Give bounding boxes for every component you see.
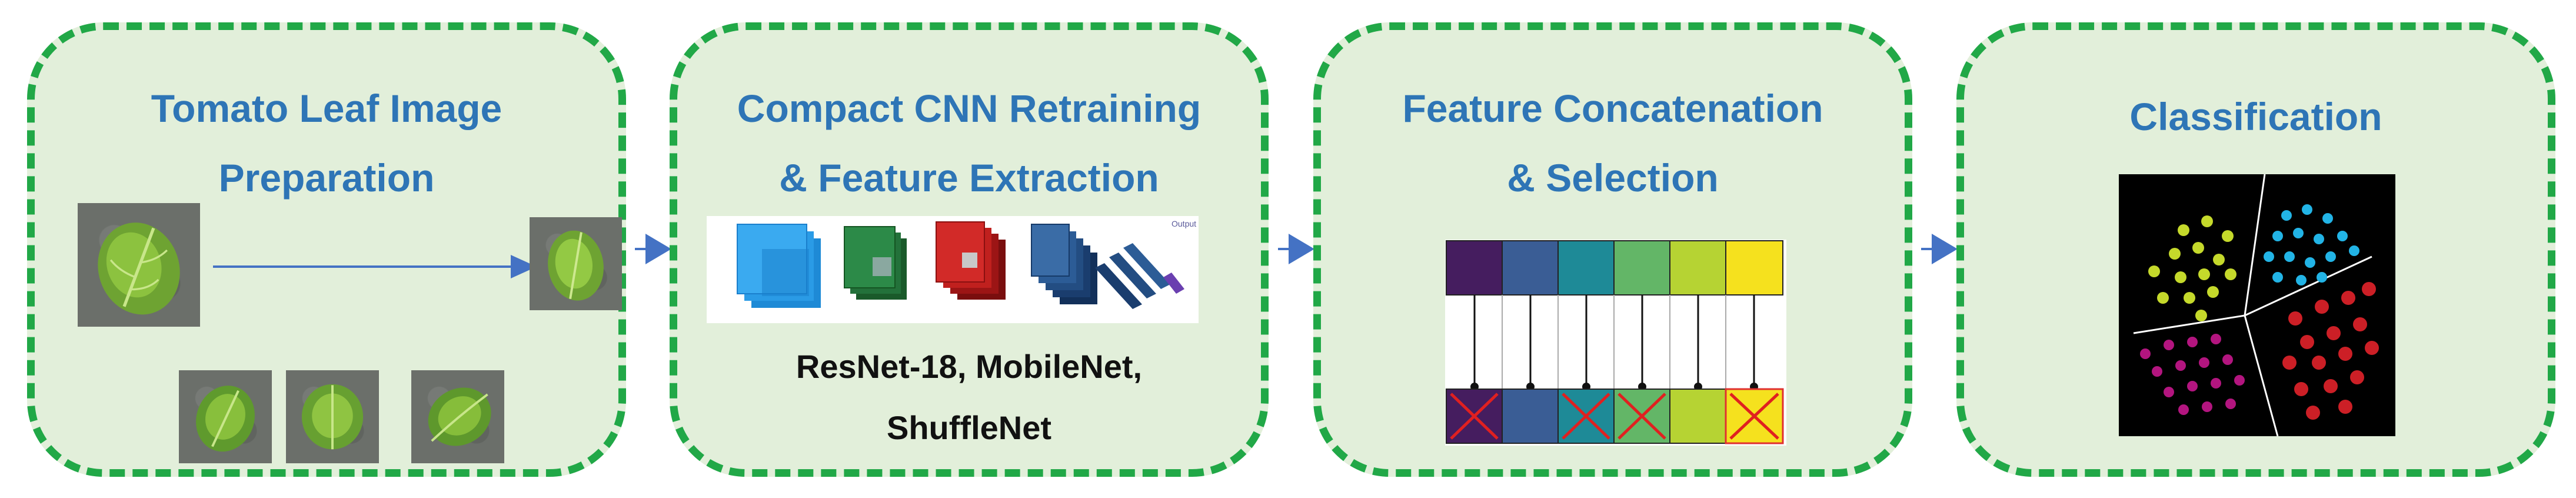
stage-title: Tomato Leaf Image Preparation bbox=[35, 74, 618, 213]
connector-arrow-2 bbox=[1278, 231, 1314, 267]
stage-feature-concatenation: Feature Concatenation & Selection bbox=[1313, 22, 1912, 477]
cluster-scatter-graphic bbox=[2119, 174, 2395, 436]
model-list-caption: ResNet-18, MobileNet, ShuffleNet bbox=[677, 336, 1261, 459]
connector-arrow-1 bbox=[635, 231, 671, 267]
leaf-image-processed bbox=[530, 217, 622, 310]
stage-title-line-2: & Feature Extraction bbox=[779, 156, 1159, 200]
arrow-right-icon bbox=[1921, 234, 1958, 264]
leaf-image-augmented-3 bbox=[411, 370, 504, 463]
stage-image-preparation: Tomato Leaf Image Preparation bbox=[27, 22, 626, 477]
caption-line-1: ResNet-18, MobileNet, bbox=[796, 348, 1143, 385]
cnn-layers-graphic: Output bbox=[707, 216, 1199, 323]
leaf-image-original bbox=[78, 203, 200, 327]
stage-title-line-2: & Selection bbox=[1507, 156, 1719, 200]
arrow-right-icon bbox=[1278, 234, 1314, 264]
feature-matrix-graphic bbox=[1445, 240, 1786, 446]
arrow-right-icon bbox=[213, 255, 537, 278]
cnn-output-label: Output bbox=[1171, 219, 1196, 228]
leaf-image-augmented-2 bbox=[286, 370, 379, 463]
leaf-image-augmented-1 bbox=[179, 370, 272, 463]
stage-title-line-1: Compact CNN Retraining bbox=[737, 87, 1202, 130]
stage-classification: Classification bbox=[1956, 22, 2555, 477]
caption-line-2: ShuffleNet bbox=[887, 409, 1051, 446]
connector-arrow-3 bbox=[1921, 231, 1958, 267]
stage-title-line-1: Tomato Leaf Image bbox=[151, 87, 502, 130]
arrow-right-icon bbox=[635, 234, 671, 264]
stage-title-line-1: Feature Concatenation bbox=[1402, 87, 1823, 130]
stage-title: Compact CNN Retraining & Feature Extract… bbox=[677, 74, 1261, 213]
stage-title-line-2: Preparation bbox=[218, 156, 435, 200]
stage-title: Classification bbox=[1964, 82, 2548, 151]
stage-title: Feature Concatenation & Selection bbox=[1321, 74, 1905, 213]
stage-cnn-feature-extraction: Compact CNN Retraining & Feature Extract… bbox=[670, 22, 1269, 477]
stage-title-line-1: Classification bbox=[2129, 95, 2382, 138]
